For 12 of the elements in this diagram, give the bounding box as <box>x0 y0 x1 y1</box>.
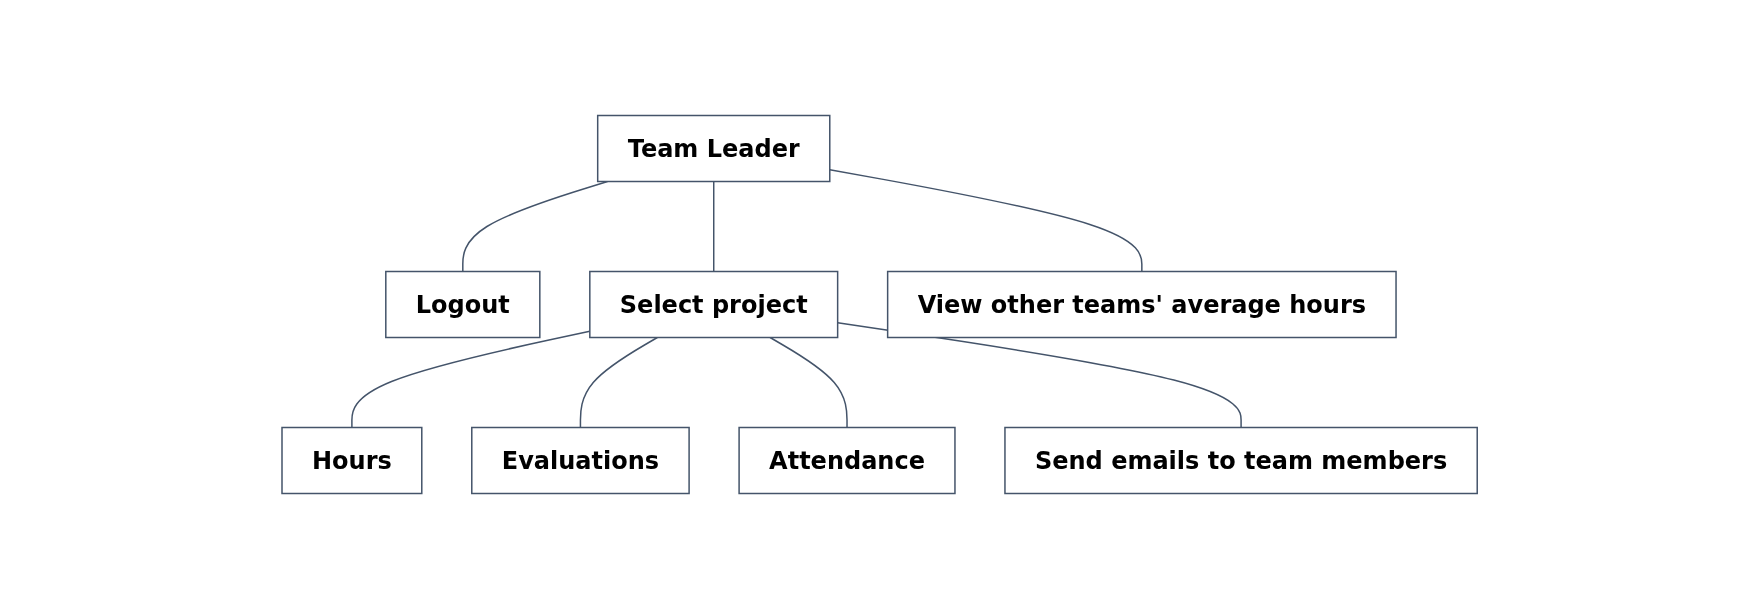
node-box: Send emails to team members <box>1004 426 1479 495</box>
node-box: Hours <box>281 426 423 495</box>
connector <box>769 336 849 429</box>
connector <box>580 336 659 429</box>
node-box: Evaluations <box>471 426 691 495</box>
connector <box>351 330 591 429</box>
node-box: Team Leader <box>597 114 831 183</box>
node-box: Logout <box>385 270 541 339</box>
node-box: View other teams' average hours <box>887 270 1398 339</box>
connector <box>713 180 715 273</box>
node-box: Attendance <box>738 426 957 495</box>
node-box: Select project <box>589 270 839 339</box>
